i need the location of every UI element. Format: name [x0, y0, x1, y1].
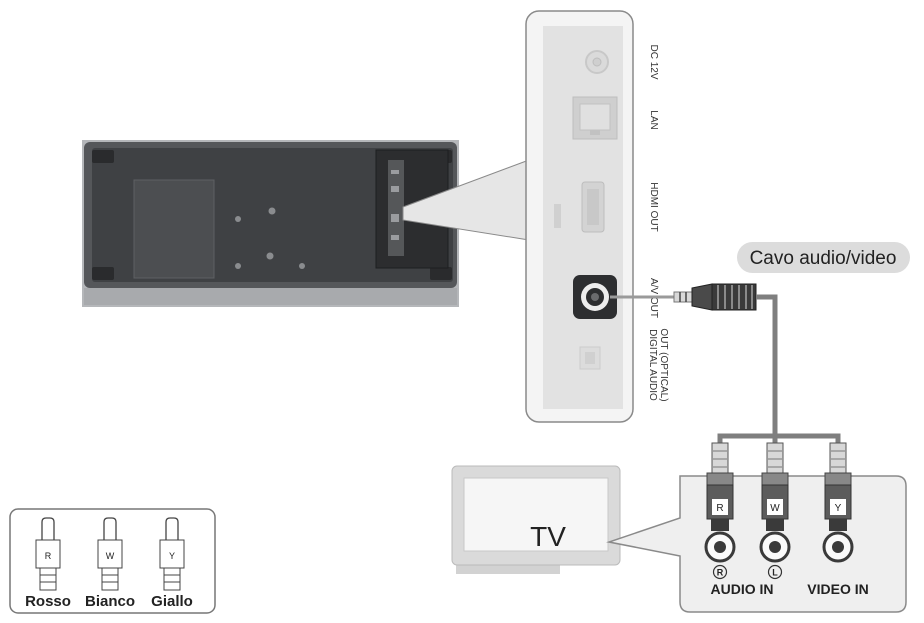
tv-screen: [463, 477, 609, 552]
label-digital-audio: DIGITAL AUDIO: [647, 329, 658, 401]
hdmi-side-mark: [554, 204, 561, 228]
legend-plug-pin: [41, 517, 55, 540]
cable-split: [717, 433, 841, 445]
plug-collar: [824, 472, 852, 486]
label-optical: OUT (OPTICAL): [658, 328, 669, 401]
legend-letter: W: [106, 551, 115, 561]
legend-name: Bianco: [85, 593, 135, 610]
label-dc-12v: DC 12V: [648, 44, 659, 79]
jack-r-mark: [712, 564, 728, 580]
device-foot: [92, 150, 114, 163]
plug-letter-box: [767, 499, 783, 515]
legend-plug-boot: [163, 567, 181, 591]
legend-name: Rosso: [25, 593, 71, 610]
tv-input-jacks: R L AUDIO IN VIDEO IN: [704, 531, 869, 597]
legend-name: Giallo: [151, 593, 193, 610]
device-label-plate: [133, 179, 215, 279]
screw: [235, 263, 241, 269]
zoomed-back-panel: DC 12V LAN HDMI OUT A/V OUT DIGITAL AUDI…: [525, 10, 669, 423]
cable-label-text: Cavo audio/video: [750, 248, 897, 269]
audio-left-jack-center: [769, 541, 781, 553]
screw: [299, 263, 305, 269]
plug-collar: [706, 472, 734, 486]
port-hole: [391, 214, 399, 222]
label-hdmi-out: HDMI OUT: [648, 182, 659, 231]
legend-letter: Y: [169, 551, 175, 561]
plug-letter: W: [770, 503, 780, 514]
legend-plug-boot: [39, 567, 57, 591]
lan-port-clip: [590, 130, 600, 135]
av-cable: [610, 283, 841, 445]
optical-port-inner: [585, 352, 595, 364]
plug-boot: [711, 442, 729, 474]
av-out-jack-center: [591, 293, 599, 301]
video-in-label: VIDEO IN: [807, 581, 868, 597]
player-device: [82, 140, 459, 307]
port-hole: [391, 186, 399, 192]
cable-trunk: [756, 294, 778, 436]
tv-screen-label: TV: [530, 521, 566, 552]
legend-plug-head: [35, 539, 61, 569]
screw: [268, 207, 276, 215]
device-bottom-edge: [84, 288, 457, 305]
dc-jack-pin: [592, 57, 602, 67]
television: TV: [451, 465, 621, 574]
audio-right-jack-center: [714, 541, 726, 553]
color-legend: R Rosso W Bianco Y Giallo: [9, 508, 216, 614]
rca-plug-white: W: [761, 442, 789, 531]
video-jack-center: [832, 541, 844, 553]
legend-plug-yellow: Y Giallo: [151, 517, 193, 610]
plug-boot: [766, 442, 784, 474]
rca-plug-yellow: Y: [824, 442, 852, 531]
legend-plug-pin: [103, 517, 117, 540]
plug-collar: [761, 472, 789, 486]
label-lan: LAN: [648, 110, 659, 129]
legend-plug-head: [159, 539, 185, 569]
cable-label-badge: Cavo audio/video: [737, 242, 910, 273]
cable-label-pill: [737, 242, 910, 273]
audio-in-label: AUDIO IN: [711, 581, 774, 597]
rca-plugs: R W Y: [706, 442, 852, 531]
legend-plug-boot: [101, 567, 119, 591]
port-hole: [391, 170, 399, 174]
legend-plug-white: W Bianco: [85, 517, 135, 610]
legend-letter: R: [45, 551, 52, 561]
plug-letter-box: [830, 499, 846, 515]
plug-letter-box: [712, 499, 728, 515]
minijack-tip: [673, 291, 693, 303]
plug-letter: Y: [835, 503, 842, 514]
plug-letter: R: [716, 503, 723, 514]
screw: [266, 252, 274, 260]
hdmi-port-inner: [587, 189, 599, 225]
plug-tip: [766, 519, 784, 531]
lan-port-inner: [579, 103, 611, 131]
plug-tip: [829, 519, 847, 531]
device-foot: [92, 267, 114, 280]
jack-l-letter: L: [772, 568, 778, 578]
screw: [235, 216, 241, 222]
port-strip: [388, 160, 404, 256]
plug-tip: [711, 519, 729, 531]
jack-l-mark: [767, 564, 783, 580]
legend-plug-pin: [165, 517, 179, 540]
legend-plug-red: R Rosso: [25, 517, 71, 610]
device-foot: [430, 267, 452, 280]
rca-plug-red: R: [706, 442, 734, 531]
plug-boot: [829, 442, 847, 474]
minijack-body: [691, 283, 713, 311]
port-hole: [391, 235, 399, 240]
jack-r-letter: R: [717, 568, 724, 578]
